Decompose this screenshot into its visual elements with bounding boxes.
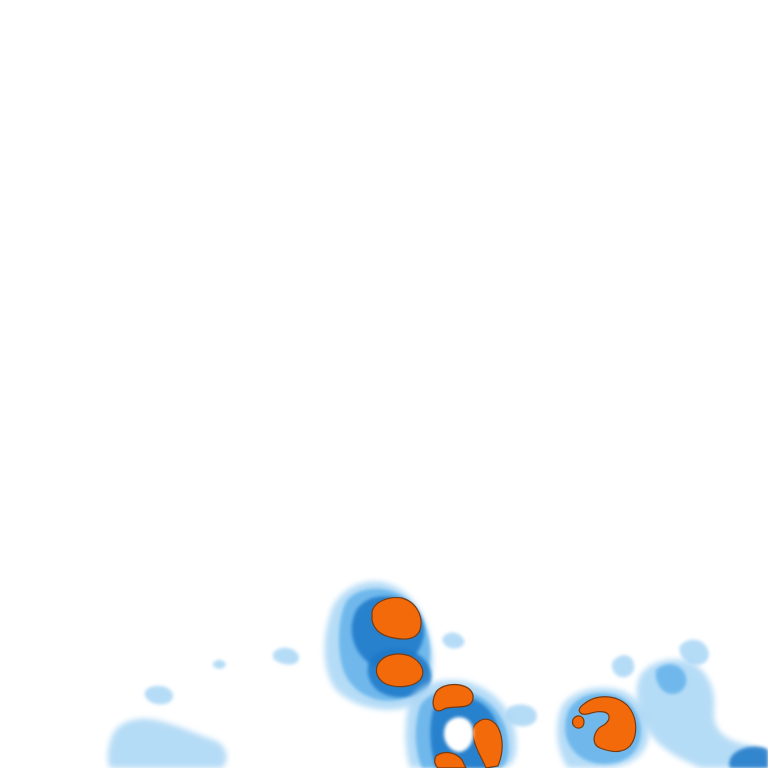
storm-core [375,653,424,688]
rain-area-light [505,704,537,727]
storm-cell-east [557,687,649,768]
storm-cell-central [405,680,517,768]
storm-core [571,715,585,729]
rain-band-east [505,639,768,768]
storm-core [371,597,422,640]
rain-area-light [272,647,300,665]
rain-hole [444,717,474,752]
storm-core [432,683,474,712]
rain-area-light [212,659,226,669]
storm-core [434,751,467,768]
storm-core [578,696,637,753]
rain-area-light [679,639,709,666]
rain-area-light [611,655,635,678]
rain-area-medium [655,664,687,694]
rain-area-medium [729,746,768,768]
rain-area-light [442,632,465,649]
rain-band-west [107,632,465,768]
storm-cell-north [324,581,433,710]
rain-area-light [107,718,227,768]
rain-area-light [144,685,174,705]
